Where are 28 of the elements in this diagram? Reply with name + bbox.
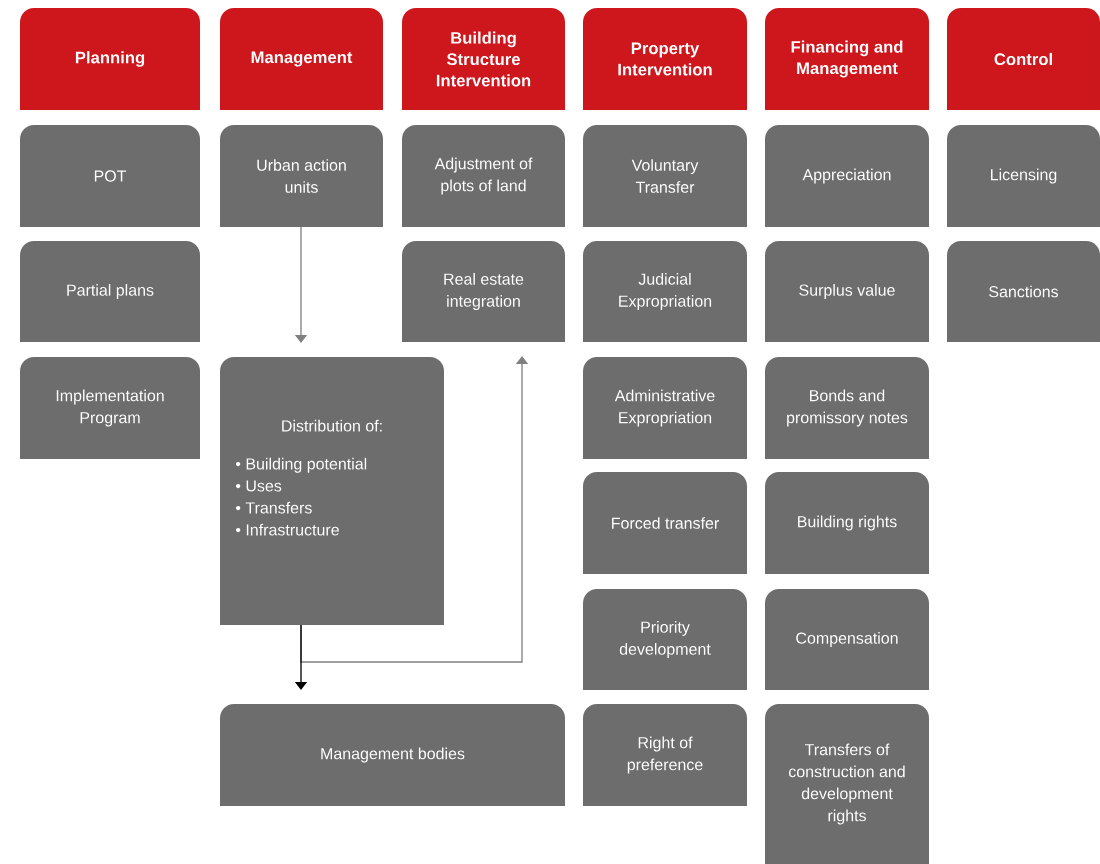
process-box: Compensation <box>765 589 929 690</box>
process-box: Transfers of construction and development rights <box>765 704 929 864</box>
process-box: Distribution of: • Building potential • Uses • Transfers • Infrastructure <box>220 357 444 625</box>
process-box: Adjustment of plots of land <box>402 125 565 227</box>
process-box: Implementation Program <box>20 357 200 459</box>
process-box: Administrative Expropriation <box>583 357 747 459</box>
process-box: Appreciation <box>765 125 929 227</box>
process-box: Bonds and promissory notes <box>765 357 929 459</box>
process-box: Priority development <box>583 589 747 690</box>
process-box: POT <box>20 125 200 227</box>
process-box: Surplus value <box>765 241 929 342</box>
column-header: Financing and Management <box>765 8 929 110</box>
process-box: Management bodies <box>220 704 565 806</box>
process-box: Right of preference <box>583 704 747 806</box>
column-header: Building Structure Intervention <box>402 8 565 110</box>
process-box: Urban action units <box>220 125 383 227</box>
process-box: Licensing <box>947 125 1100 227</box>
process-box: Voluntary Transfer <box>583 125 747 227</box>
process-box: Sanctions <box>947 241 1100 342</box>
process-box: Partial plans <box>20 241 200 342</box>
column-header: Control <box>947 8 1100 110</box>
column-header: Management <box>220 8 383 110</box>
process-box: Building rights <box>765 472 929 574</box>
process-box: Forced transfer <box>583 472 747 574</box>
process-box: Judicial Expropriation <box>583 241 747 342</box>
column-header: Planning <box>20 8 200 110</box>
column-header: Property Intervention <box>583 8 747 110</box>
process-box: Real estate integration <box>402 241 565 342</box>
